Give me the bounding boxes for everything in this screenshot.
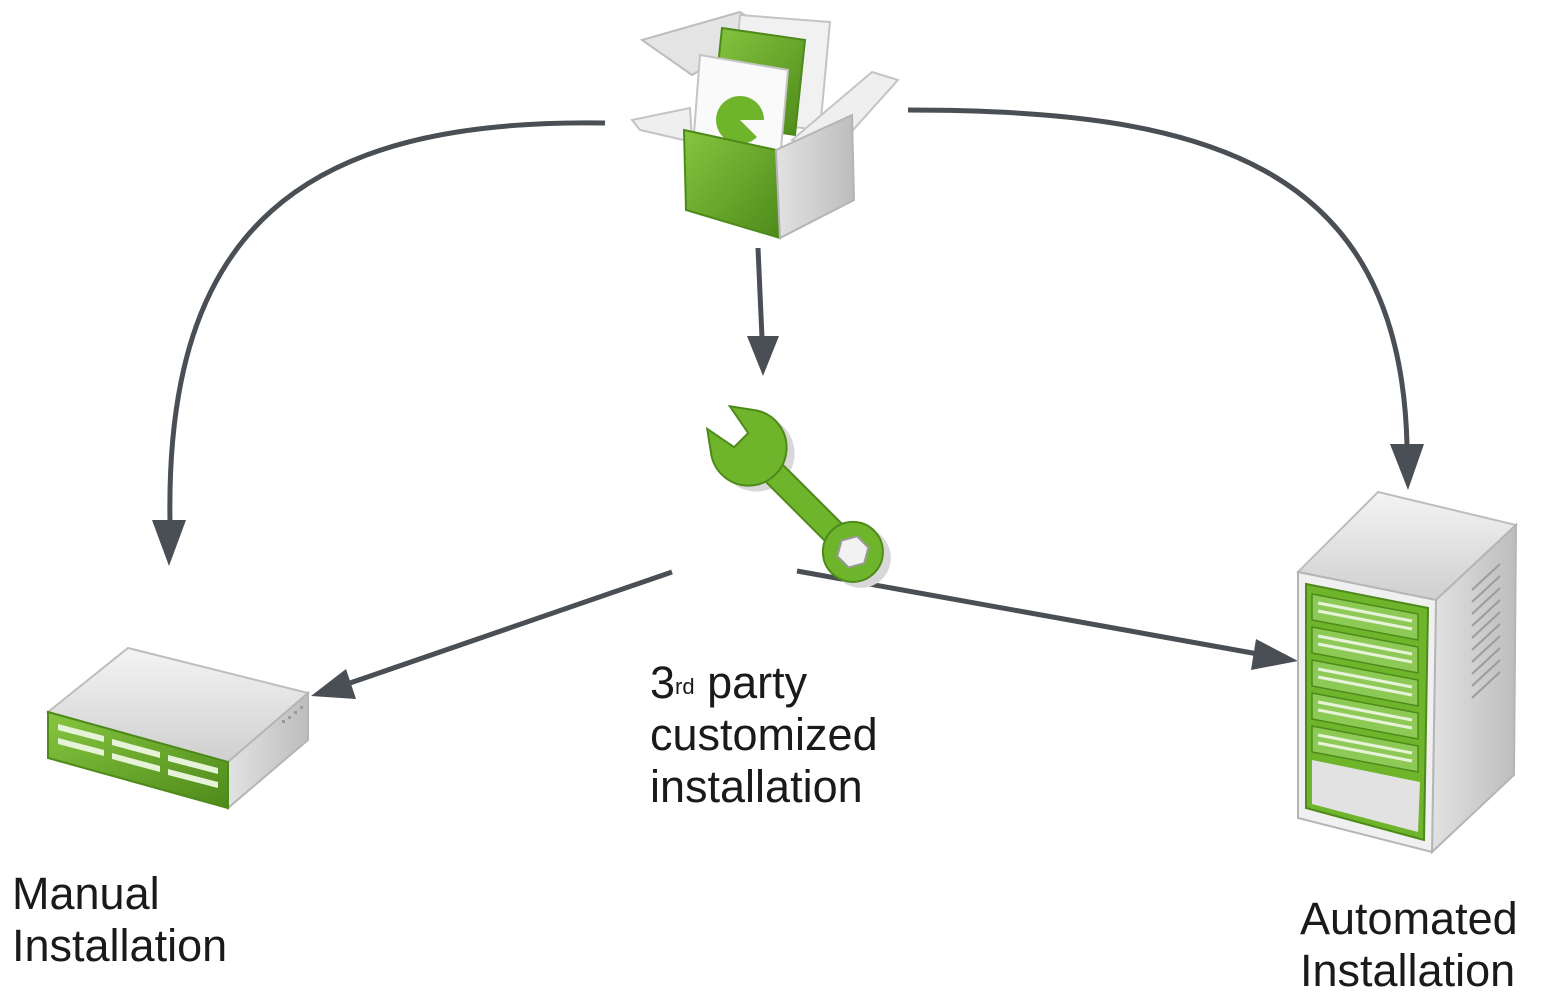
third-party-label-line1: 3rd party (650, 657, 878, 709)
automated-label-line1: Automated (1300, 893, 1518, 944)
server-rack-icon (1295, 490, 1519, 855)
third-party-label-suffix: rd (675, 674, 695, 699)
third-party-label-line3: installation (650, 761, 863, 812)
software-package-box-icon (630, 10, 900, 240)
manual-label-line1: Manual (12, 868, 160, 919)
wrench-icon (705, 404, 891, 588)
third-party-installation-label: 3rd party customized installation (650, 657, 878, 813)
arrow-package-to-third-party (747, 247, 779, 376)
appliance-device-icon (45, 646, 311, 811)
automated-label-line2: Installation (1300, 945, 1516, 996)
automated-installation-label: Automated Installation (1300, 893, 1518, 997)
manual-label-line2: Installation (12, 920, 228, 971)
third-party-label-line2: customized (650, 709, 878, 760)
arrow-third-party-to-automated (796, 568, 1298, 670)
arrow-package-to-automated (907, 107, 1424, 490)
arrow-third-party-to-manual (311, 569, 673, 699)
manual-installation-label: Manual Installation (12, 868, 227, 972)
third-party-label-number: 3 (650, 657, 676, 708)
third-party-label-rest: party (694, 657, 808, 708)
arrow-package-to-manual (152, 120, 606, 566)
